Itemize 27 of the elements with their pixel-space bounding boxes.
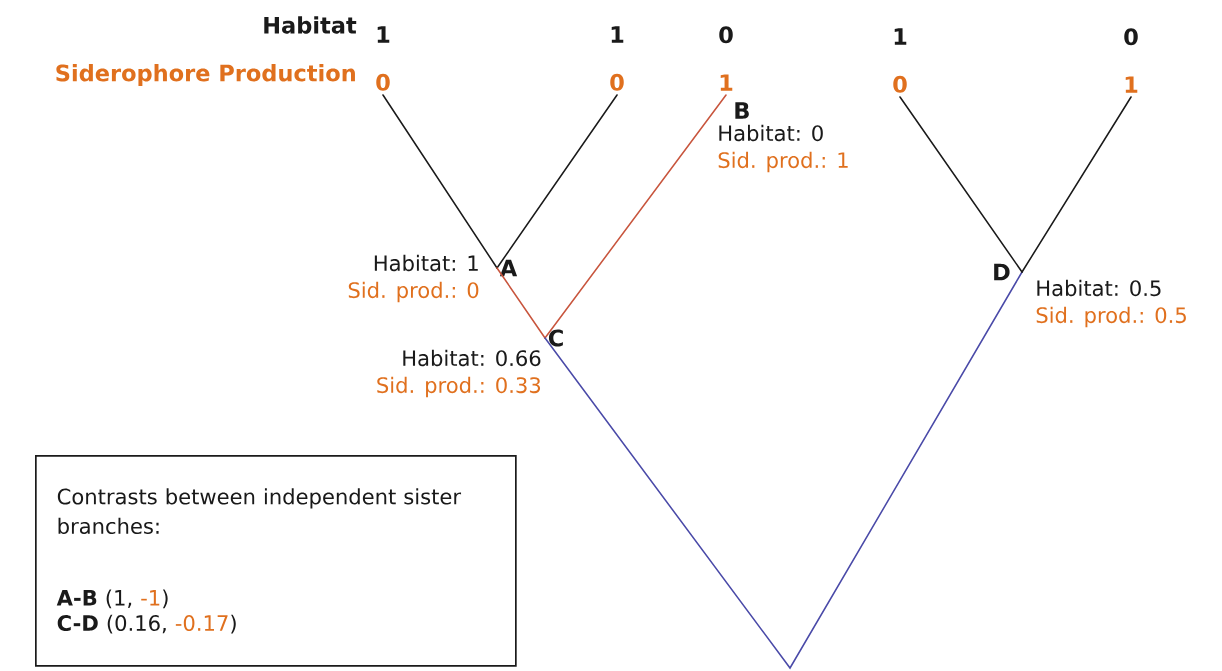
node-annotation: Sid. prod.: 0.5 [1036,306,1186,328]
node-letter: B [735,102,749,119]
node-annotation: Habitat: 1 [374,254,478,272]
node-letter: D [994,263,1010,281]
branch [544,94,727,339]
branch [899,96,1023,273]
branch [496,94,618,269]
trait-values: 1 0 [376,26,390,91]
trait-values: 1 0 [610,26,624,91]
row-header: Siderophore Production [56,64,355,86]
branch [496,267,546,339]
trait-values: 0 1 [1124,28,1138,93]
node-annotation: Habitat: 0.5 [1037,279,1161,297]
branch [382,94,498,269]
node-annotation: Sid. prod.: 0 [348,281,479,303]
node-annotation: Sid. prod.: 0.33 [377,376,541,398]
node-annotation: Sid. prod.: 1 [718,151,848,173]
node-letter: C [548,329,563,347]
trait-values: 0 1 [719,26,733,91]
branch [544,271,1023,670]
node-letter: A [499,259,518,277]
trait-values: 1 0 [893,28,907,93]
node-annotation: Habitat: 0 [719,124,823,142]
branch [1021,96,1132,273]
node-annotation: Habitat: 0.66 [403,349,541,367]
row-header: Habitat [264,16,357,34]
contrast-box: Contrasts between independent sister branches: A-B (1, -1 ) C-D (0.16, -0.17 ) [35,455,517,667]
